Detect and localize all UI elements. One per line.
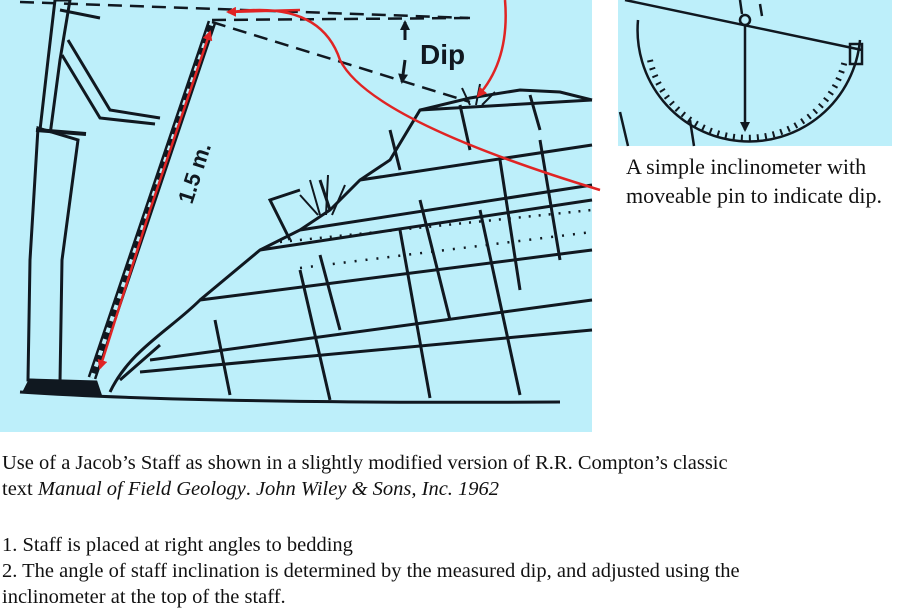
step-1: 1. Staff is placed at right angles to be…	[2, 534, 353, 556]
step-2: 2. The angle of staff inclination is det…	[2, 560, 740, 582]
caption-separator: .	[245, 478, 256, 500]
dip-label: Dip	[420, 39, 465, 70]
geologist-figure	[21, 0, 161, 396]
procedure-steps: 1. Staff is placed at right angles to be…	[2, 532, 898, 610]
ground-line	[19, 390, 561, 404]
caption-text-prefix: text	[2, 478, 38, 500]
red-pointer-to-outcrop	[476, 0, 507, 98]
inclinometer-caption: A simple inclinometer with moveable pin …	[626, 154, 882, 208]
publisher: John Wiley & Sons, Inc. 1962	[255, 478, 500, 500]
caption-line-2: text Manual of Field Geology. John Wiley…	[2, 476, 898, 502]
inclinometer-drawing	[618, 0, 864, 147]
dip-arrow-lower	[398, 59, 409, 84]
rock-outcrop	[108, 88, 593, 401]
jacobs-staff	[87, 20, 217, 380]
figure-caption: Use of a Jacob’s Staff as shown in a sli…	[2, 450, 898, 502]
staff-length-arrow-lower	[97, 209, 152, 370]
red-pointer-to-staff-top	[226, 6, 301, 17]
red-pointer-curve	[231, 8, 601, 192]
staff-length-arrow	[148, 30, 213, 211]
illustration-panel	[0, 0, 592, 432]
dotted-bedding-layer	[279, 208, 593, 244]
jacobs-staff-figure: Dip 1.5 m.	[0, 0, 892, 432]
step-2-continued: inclinometer at the top of the staff.	[2, 586, 286, 608]
book-title: Manual of Field Geology	[37, 478, 246, 500]
inclinometer-inset-panel	[618, 0, 892, 146]
caption-line-1: Use of a Jacob’s Staff as shown in a sli…	[2, 452, 728, 474]
